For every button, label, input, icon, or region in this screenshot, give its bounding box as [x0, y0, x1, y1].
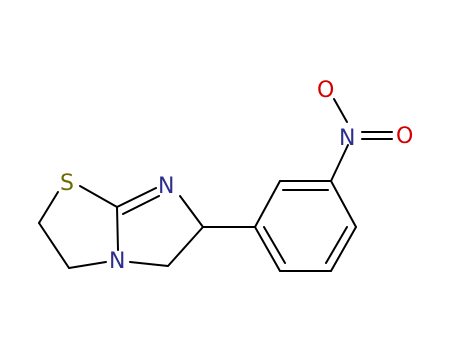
bond-ring-inner-2 [325, 226, 348, 264]
atom-oxygen-right: O [396, 124, 413, 149]
atom-sulfur: S [60, 171, 74, 196]
bond-c-n-imine [116, 187, 157, 208]
bond-ring-inner-3 [263, 226, 286, 264]
bond-c-n-imine-double [122, 195, 160, 215]
atom-oxygen-upper: O [317, 78, 334, 103]
atom-nitrogen-imine: N [158, 174, 174, 199]
bond-ring-4 [330, 226, 357, 272]
bond-ring-nitro-n [330, 144, 349, 182]
bond-n-o-upper [333, 98, 348, 123]
bond-s-c [79, 185, 118, 208]
atom-nitrogen-nitro: N [339, 126, 355, 151]
bond-ch2-ch2 [38, 222, 70, 269]
bond-ch2-ch [167, 226, 204, 267]
bond-ch2-n-bridge [68, 261, 107, 269]
bond-ring-6 [254, 226, 281, 272]
bond-n-bridge-ch2 [129, 261, 169, 267]
bond-c-n-bridge [116, 206, 119, 251]
bond-n-imine-ch [179, 195, 204, 228]
bond-ring-1 [254, 180, 281, 228]
bond-ring-3 [330, 180, 357, 228]
atom-nitrogen-bridge: N [109, 249, 125, 274]
bond-s-ch2 [38, 191, 59, 224]
